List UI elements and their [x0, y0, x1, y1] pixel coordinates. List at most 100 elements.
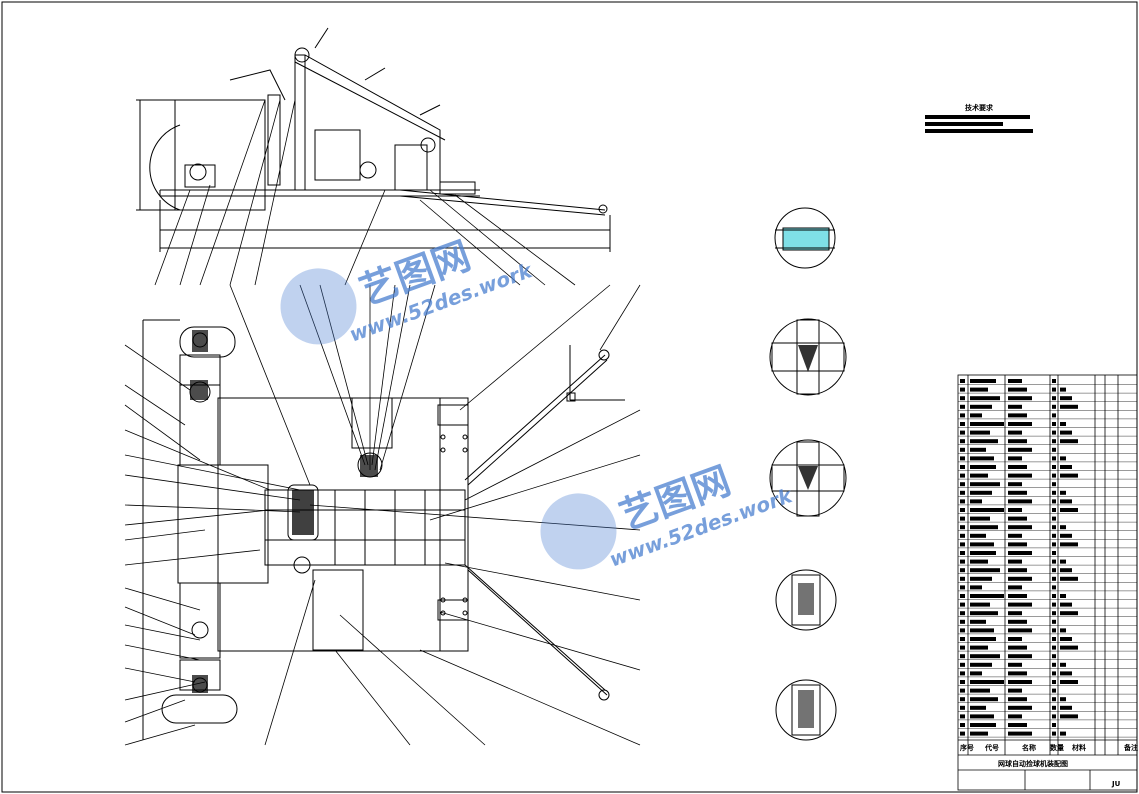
bom-cell-text [1052, 490, 1056, 495]
bom-cell-text [1052, 680, 1056, 684]
bom-cell-text [1052, 723, 1056, 727]
bom-cell-text [970, 576, 992, 581]
side-view-leaders [154, 99, 576, 286]
bom-cell-text [1008, 688, 1022, 693]
detail-a [774, 207, 836, 269]
bom-cell-text [960, 559, 965, 564]
bom-cell-text [970, 662, 992, 667]
bom-cell-text [1060, 404, 1078, 409]
drawing-title: 网球自动捡球机装配图 [998, 759, 1068, 768]
detail-d [775, 569, 837, 631]
bom-cell-text [970, 447, 986, 452]
bom-cell-text [970, 611, 998, 616]
bom-cell-text [1060, 697, 1066, 702]
bom-cell-text [1052, 465, 1056, 469]
bom-cell-text [1060, 456, 1066, 461]
bom-cell-text [970, 568, 1000, 573]
bom-cell-text [1008, 473, 1032, 478]
bom-cell-text [970, 499, 982, 504]
bom-cell-text [1052, 542, 1056, 547]
bom-cell-text [960, 482, 965, 487]
plan-view [142, 319, 625, 740]
bom-cell-text [1060, 525, 1066, 530]
bom-cell-text [1052, 602, 1056, 607]
bom-cell-text [1008, 568, 1027, 573]
bom-cell-text [970, 508, 1004, 512]
bom-cell-text [1052, 456, 1056, 461]
bom-cell-text [1008, 456, 1022, 461]
bom-cell-text [960, 465, 965, 469]
bom-cell-text [1060, 611, 1078, 616]
bom-cell-text [960, 705, 965, 710]
bom-cell-text [960, 714, 965, 719]
bom-cell-text [1052, 697, 1056, 702]
bom-cell-text [1052, 413, 1056, 418]
bom-cell-text [960, 430, 965, 435]
bom-cell-text [1008, 551, 1032, 555]
bom-cell-text [1060, 705, 1072, 710]
bom-cell-text [1052, 404, 1056, 409]
bom-cell-text [1060, 637, 1072, 641]
bom-cell-text [1052, 387, 1056, 392]
bom-cell-text [1008, 602, 1032, 607]
bom-cell-text [1008, 645, 1027, 650]
bom-cell-text [970, 439, 998, 444]
bom-cell-text [960, 723, 965, 727]
bom-cell-text [1008, 379, 1022, 383]
bom-cell-text [1060, 508, 1078, 512]
bom-cell-text [970, 465, 996, 469]
bom-cell-text [970, 559, 988, 564]
bom-cell-text [1008, 671, 1027, 676]
bom-cell-text [1052, 645, 1056, 650]
bom-cell-text [1052, 473, 1056, 478]
bom-cell-text [1060, 602, 1072, 607]
bom-cell-text [1008, 637, 1022, 641]
bom-cell-text [960, 499, 965, 504]
bom-cell-text [1052, 482, 1056, 487]
bom-cell-text [970, 637, 996, 641]
bom-header-no: 序号 [959, 743, 974, 752]
bom-cell-text [1008, 430, 1022, 435]
bom-cell-text [960, 662, 965, 667]
bom-cell-text [960, 404, 965, 409]
bom-cell-text [970, 697, 998, 702]
bom-cell-text [1052, 559, 1056, 564]
bom-cell-text [1052, 594, 1056, 598]
bom-cell-text [960, 637, 965, 641]
bom-cell-text [1060, 568, 1072, 573]
plan-view-leaders [124, 284, 641, 746]
bom-cell-text [970, 619, 986, 624]
detail-b [769, 318, 847, 396]
bom-cell-text [1052, 671, 1056, 676]
bom-cell-text [970, 714, 994, 719]
title-block: 网球自动捡球机装配图 JU 序号 代号 名称 数量 材料 备注 [959, 743, 1138, 788]
bom-cell-text [1060, 533, 1072, 538]
bom-header-material: 材料 [1071, 743, 1086, 752]
bom-cell-text [1052, 430, 1056, 435]
bom-cell-text [960, 508, 965, 512]
tech-requirements: 技术要求 [925, 103, 1033, 133]
bom-cell-text [1052, 585, 1056, 590]
bom-cell-text [1052, 576, 1056, 581]
bom-cell-text [1008, 447, 1032, 452]
bom-cell-text [1052, 628, 1056, 633]
bom-cell-text [960, 439, 965, 444]
bom-cell-text [960, 585, 965, 590]
bom-cell-text [1060, 542, 1078, 547]
bom-cell-text [960, 456, 965, 461]
bom-cell-text [960, 551, 965, 555]
bom-cell-text [1052, 568, 1056, 573]
bom-cell-text [1052, 525, 1056, 530]
bom-cell-text [970, 645, 988, 650]
bom-cell-text [960, 516, 965, 521]
bom-cell-text [1060, 645, 1078, 650]
bom-cell-text [1052, 379, 1056, 383]
bom-cell-text [1052, 637, 1056, 641]
bom-cell-text [1060, 680, 1078, 684]
bom-cell-text [1008, 422, 1032, 426]
bom-cell-text [1060, 662, 1066, 667]
bom-cell-text [1052, 705, 1056, 710]
bom-cell-text [970, 387, 988, 392]
bom-cell-text [970, 723, 996, 727]
